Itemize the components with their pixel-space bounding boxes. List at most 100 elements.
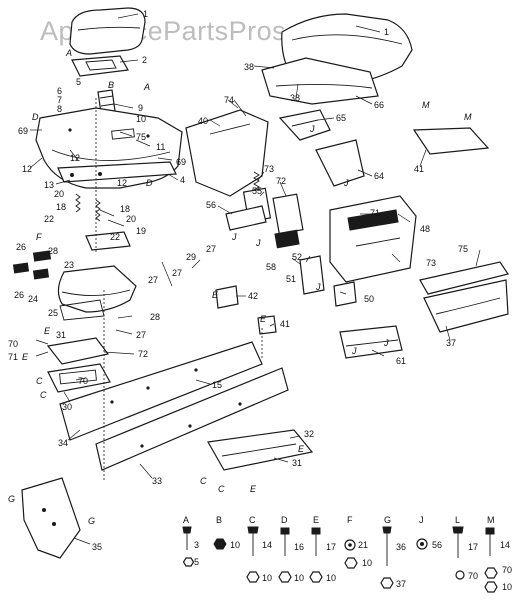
callout-64: 70 [78, 376, 88, 386]
hw-a-part-3: 3 [194, 540, 199, 550]
ref-letter-j7: J [383, 338, 389, 348]
callout-12b: 12 [70, 153, 80, 163]
part-54-plate [225, 205, 267, 231]
part-24-battery-tray [57, 265, 137, 313]
hw-letter-l: L [455, 515, 460, 525]
callout-30: 30 [62, 402, 72, 412]
part-1-seat-cushion [69, 7, 146, 55]
ref-letter-e6: E [250, 484, 257, 494]
callout-52: 55 [252, 186, 262, 196]
part-20-spring [75, 193, 81, 213]
callout-39a: 38 [244, 62, 254, 72]
part-26-pads [12, 250, 52, 280]
ref-letter-e3: E [212, 290, 219, 300]
ref-letter-e4: E [260, 314, 267, 324]
part-74-front-bumper [419, 261, 509, 295]
callout-42: 42 [248, 291, 258, 301]
ref-letter-e1: E [44, 326, 51, 336]
callout-58: 65 [336, 113, 346, 123]
callout-44: 41 [414, 164, 424, 174]
callout-27b: 27 [172, 268, 182, 278]
callout-10: 10 [136, 114, 146, 124]
callout-31a: 31 [56, 330, 66, 340]
callout-40: 40 [198, 116, 208, 126]
callout-5top: 5 [76, 77, 81, 87]
hw-e-part-17: 17 [326, 542, 336, 552]
ref-letter-d1: D [32, 112, 39, 122]
hw-letter-d: D [281, 515, 288, 525]
callout-27c: 27 [148, 275, 158, 285]
callout-63a: 69 [18, 126, 28, 136]
hw-c-part-10: 10 [262, 573, 272, 583]
part-34-left-frame [59, 341, 263, 441]
callout-8: 8 [57, 104, 62, 114]
ref-letter-c4: C [218, 484, 225, 494]
callout-34: 34 [58, 438, 68, 448]
callout-12c: 12 [117, 178, 127, 188]
callout-19: 19 [136, 226, 146, 236]
ref-letter-g1: G [8, 494, 15, 504]
callout-20a: 20 [54, 189, 64, 199]
callout-55: 58 [266, 262, 276, 272]
ref-letter-j4: J [255, 238, 261, 248]
callout-71: 72 [276, 176, 286, 186]
part-38-skirt [423, 279, 509, 333]
callout-66: 70 [8, 339, 18, 349]
part-72-spring [253, 171, 260, 191]
hw-letter-a: A [183, 515, 189, 525]
callout-2: 2 [142, 55, 147, 65]
hw-j-part-56: 56 [432, 540, 442, 550]
reference-letters: A A B D D F E E C C E E J J J J J J J M … [8, 48, 472, 526]
callout-26a: 26 [16, 242, 26, 252]
hw-a-part-5: 5 [194, 557, 199, 567]
callout-11: 11 [156, 142, 165, 152]
part-44-panel [412, 127, 490, 155]
callout-68: 71 [370, 208, 380, 218]
ref-letter-g2: G [88, 516, 95, 526]
part-13-fender-lip [57, 161, 177, 183]
ref-letter-j1: J [309, 124, 315, 134]
part-15-right-frame [95, 367, 289, 471]
hw-m-part-70: 70 [502, 565, 512, 575]
callout-51: 52 [292, 252, 302, 262]
part-71-bracket [272, 193, 304, 235]
callout-32: 32 [304, 429, 314, 439]
dashed-assembly-lines [95, 98, 263, 482]
hw-m-part-14: 14 [500, 540, 510, 550]
hardware-labels: A 3 5 B 10 C 14 10 D 16 10 E 17 10 F 21 … [183, 515, 512, 592]
callout-59: 61 [396, 356, 406, 366]
callout-35: 35 [92, 542, 102, 552]
hw-d-part-16: 16 [294, 542, 304, 552]
ref-letter-a2: A [143, 82, 150, 92]
callout-75: 75 [136, 132, 146, 142]
part-41-bracket [257, 315, 277, 335]
ref-letter-c2: C [40, 390, 47, 400]
hw-b-part-10: 10 [230, 540, 240, 550]
part-35-hitch-plate [21, 477, 81, 559]
callout-28: 28 [48, 246, 58, 256]
hw-g-part-36: 36 [396, 542, 406, 552]
part-18-spring [95, 199, 101, 222]
part-42-bracket [215, 285, 239, 309]
callout-67: 71 [8, 352, 18, 362]
callout-29: 29 [186, 252, 196, 262]
ref-letter-m2: M [464, 112, 472, 122]
part-57-mount [315, 139, 365, 187]
part-2-seat-bracket [71, 55, 129, 77]
callout-50: 51 [286, 274, 296, 284]
hw-letter-j: J [419, 515, 424, 525]
callout-38: 37 [446, 338, 456, 348]
callout-23: 23 [64, 260, 74, 270]
callout-33: 33 [152, 476, 162, 486]
hw-letter-g: G [384, 515, 391, 525]
callout-63b: 69 [176, 157, 186, 167]
callout-13: 13 [44, 180, 54, 190]
callout-labels: 1 2 6 7 8 9 10 75 11 69 69 4 12 12 13 12… [8, 9, 468, 552]
callout-22a: 22 [44, 214, 54, 224]
ref-letter-c3: C [200, 476, 207, 486]
callout-27a: 27 [206, 244, 216, 254]
callout-22b: 22 [110, 232, 120, 242]
callout-54: 56 [206, 200, 216, 210]
part-50-bracket [299, 255, 325, 295]
part-55-block [274, 229, 300, 249]
